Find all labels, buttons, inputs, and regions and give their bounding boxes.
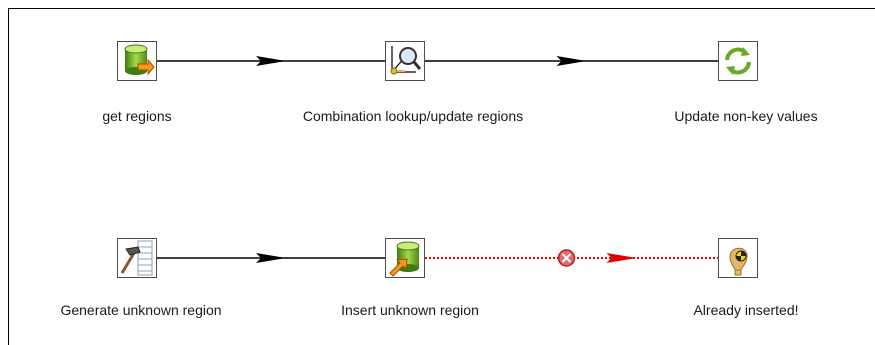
step-label-insert-unknown: Insert unknown region: [341, 302, 479, 318]
step-insert-unknown[interactable]: [385, 238, 425, 278]
table-input-icon: [124, 44, 155, 76]
hop-arrow: [606, 253, 637, 263]
hop-arrow: [256, 253, 286, 263]
canvas-frame-left: [8, 8, 9, 345]
step-label-already-inserted: Already inserted!: [693, 302, 799, 318]
step-update-nonkey[interactable]: [718, 41, 758, 81]
refresh-icon: [725, 47, 751, 75]
canvas-frame-top: [8, 8, 875, 9]
dummy-icon: [729, 247, 748, 276]
error-hop-icon: [557, 249, 576, 267]
lookup-key-icon: [390, 46, 422, 75]
table-output-icon: [389, 241, 420, 277]
step-label-generate-unknown: Generate unknown region: [60, 302, 222, 318]
step-combination-lookup[interactable]: [385, 41, 425, 81]
hop-arrow: [256, 56, 286, 66]
step-generate-unknown[interactable]: [117, 238, 157, 278]
step-get-regions[interactable]: [117, 41, 157, 81]
hop-arrow: [556, 56, 587, 66]
step-label-get-regions: get regions: [102, 108, 172, 124]
step-label-combination-lookup: Combination lookup/update regions: [302, 108, 524, 124]
step-already-inserted[interactable]: [718, 238, 758, 278]
step-label-update-nonkey: Update non-key values: [674, 108, 818, 124]
generate-rows-icon: [120, 240, 153, 276]
